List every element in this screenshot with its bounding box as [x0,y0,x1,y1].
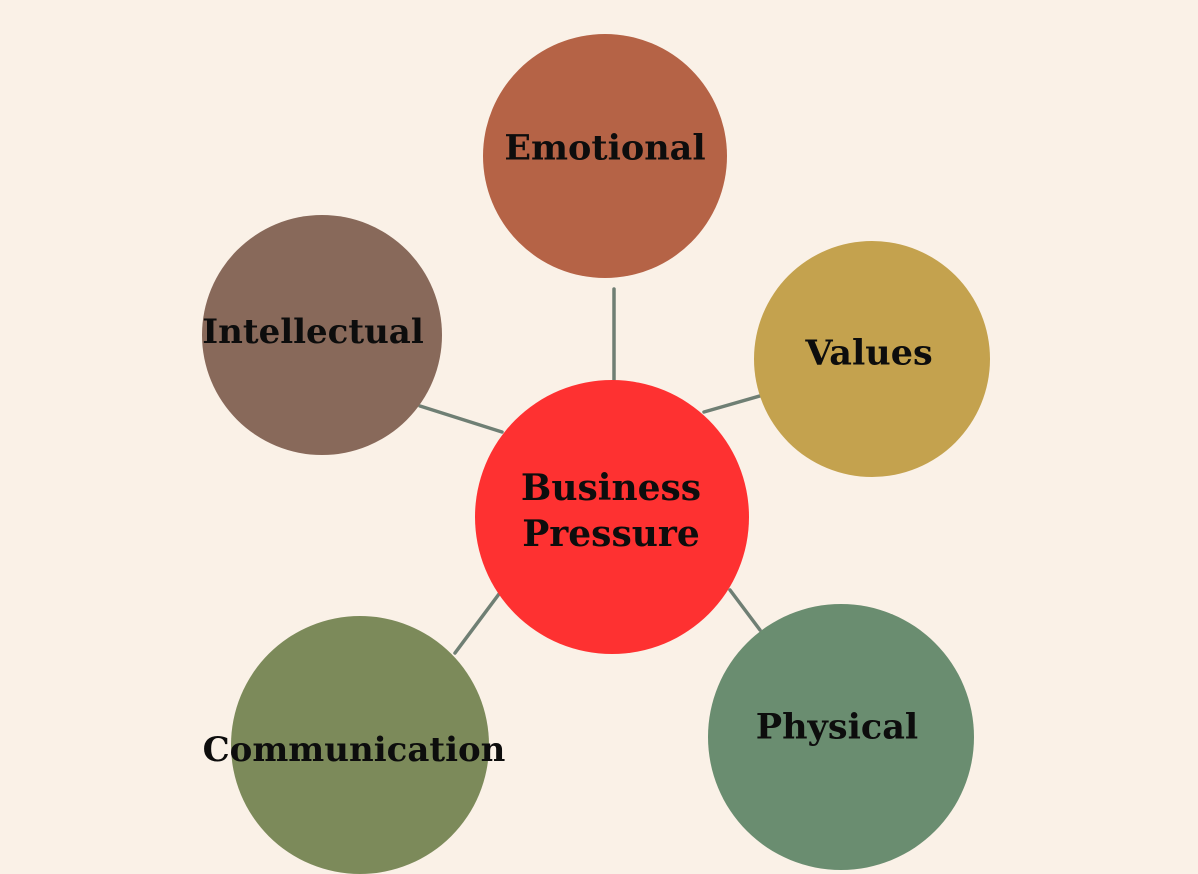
node-center: Business Pressure [475,380,749,654]
node-center-circle [475,380,749,654]
node-intellectual: Intellectual [202,215,442,455]
node-values: Values [754,241,990,477]
node-center-label-line2: Pressure [522,513,700,555]
node-physical-circle [708,604,974,870]
node-intellectual-circle [202,215,442,455]
node-emotional: Emotional [483,34,727,278]
connector-intellectual [418,404,504,434]
node-emotional-circle [483,34,727,278]
node-physical-label: Physical [756,707,918,748]
connector-physical [728,588,762,632]
node-values-circle [754,241,990,477]
node-center-label-line1: Business [521,467,701,509]
node-communication-circle [231,616,489,874]
node-values-label: Values [804,333,932,374]
connectors [418,287,765,655]
node-communication-label: Communication [203,730,506,770]
node-physical: Physical [708,604,974,870]
connector-values [702,393,765,414]
connector-communication [453,592,501,655]
node-intellectual-label: Intellectual [202,312,424,352]
node-communication: Communication [203,616,506,874]
node-emotional-label: Emotional [504,128,705,169]
